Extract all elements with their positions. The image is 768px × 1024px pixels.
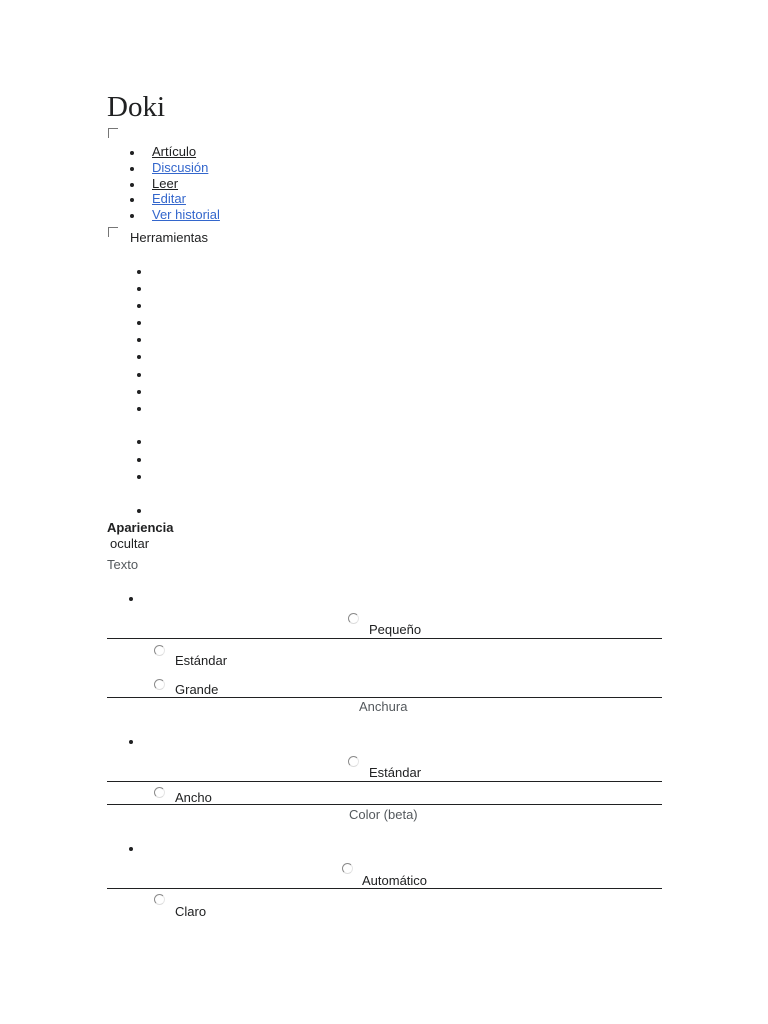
tool-item-bullet: [137, 355, 141, 359]
tool-item-bullet: [137, 270, 141, 274]
list-bullet: [130, 151, 134, 155]
tool-item-bullet: [137, 440, 141, 444]
tool-item-bullet: [137, 509, 141, 513]
list-bullet: [130, 167, 134, 171]
nav-menu-checkbox[interactable]: [108, 128, 118, 138]
text-large-radio[interactable]: [154, 679, 165, 690]
color-auto-radio[interactable]: [342, 863, 353, 874]
text-standard-radio[interactable]: [154, 645, 165, 656]
tool-item-bullet: [137, 373, 141, 377]
text-small-radio[interactable]: [348, 613, 359, 624]
divider: [107, 888, 662, 889]
list-bullet: [130, 214, 134, 218]
tab-discussion[interactable]: Discusión: [152, 160, 209, 175]
tab-read[interactable]: Leer: [152, 176, 179, 191]
list-bullet: [130, 198, 134, 202]
tab-history[interactable]: Ver historial: [152, 207, 220, 222]
width-standard-radio[interactable]: [348, 756, 359, 767]
tool-item-bullet: [137, 304, 141, 308]
color-light-label[interactable]: Claro: [175, 904, 207, 919]
divider: [107, 638, 662, 639]
text-standard-label[interactable]: Estándar: [175, 653, 228, 668]
width-wide-radio[interactable]: [154, 787, 165, 798]
divider: [107, 781, 662, 782]
color-heading: Color (beta): [349, 807, 418, 822]
color-light-radio[interactable]: [154, 894, 165, 905]
tool-item-bullet: [137, 390, 141, 394]
list-bullet: [129, 597, 133, 601]
tool-item-bullet: [137, 321, 141, 325]
tools-menu-checkbox[interactable]: [108, 227, 118, 237]
tool-item-bullet: [137, 458, 141, 462]
list-bullet: [129, 847, 133, 851]
color-auto-label[interactable]: Automático: [362, 873, 428, 888]
tool-item-bullet: [137, 475, 141, 479]
tool-item-bullet: [137, 287, 141, 291]
text-large-label[interactable]: Grande: [175, 682, 219, 697]
list-bullet: [130, 183, 134, 187]
divider: [107, 697, 662, 698]
width-heading: Anchura: [359, 699, 408, 714]
text-size-heading: Texto: [107, 557, 139, 572]
hide-appearance-button[interactable]: ocultar: [110, 536, 150, 551]
tools-label[interactable]: Herramientas: [130, 230, 209, 245]
text-small-label[interactable]: Pequeño: [369, 622, 422, 637]
appearance-heading: Apariencia: [107, 520, 174, 535]
tool-item-bullet: [137, 338, 141, 342]
tool-item-bullet: [137, 407, 141, 411]
list-bullet: [129, 740, 133, 744]
width-standard-label[interactable]: Estándar: [369, 765, 422, 780]
tab-edit[interactable]: Editar: [152, 191, 186, 206]
page-title: Doki: [107, 91, 165, 123]
tab-article[interactable]: Artículo: [152, 144, 197, 159]
width-wide-label[interactable]: Ancho: [175, 790, 212, 805]
divider: [107, 804, 662, 805]
